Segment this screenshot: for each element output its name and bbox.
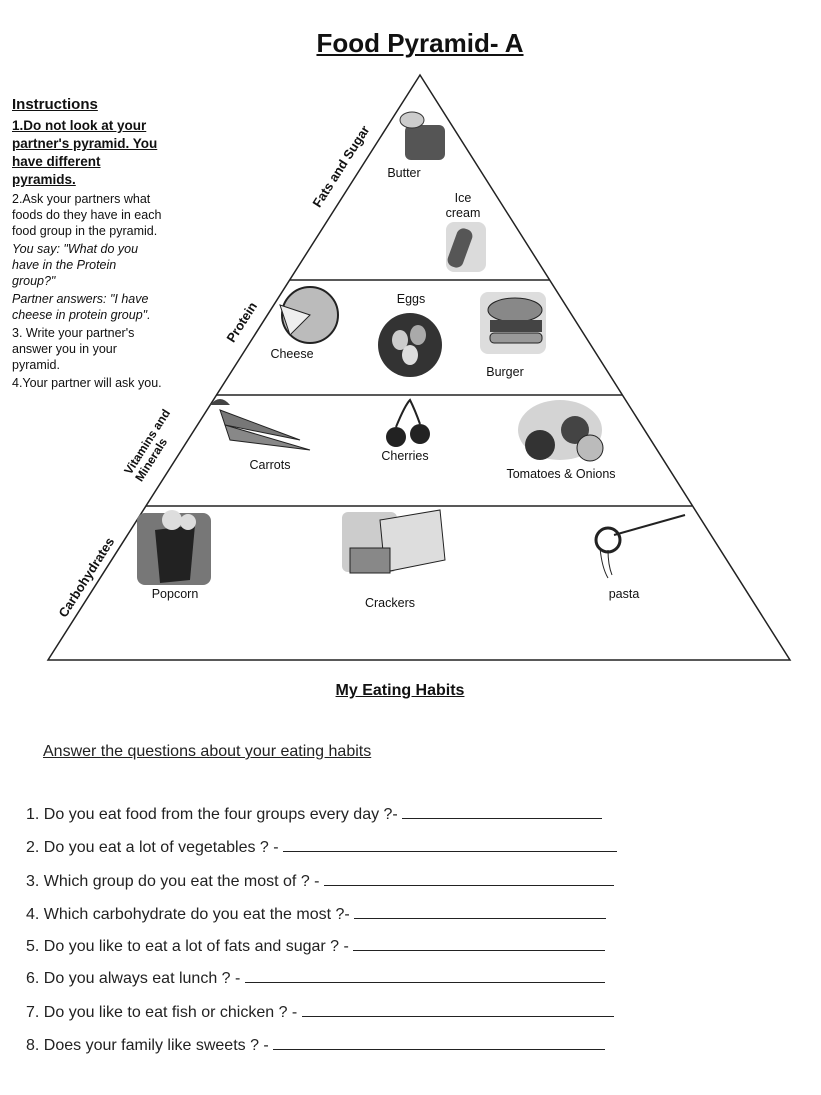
food-label-pasta: pasta bbox=[608, 587, 640, 601]
instruction-step-2: 2.Ask your partners what foods do they h… bbox=[12, 192, 162, 238]
food-label-carrots: Carrots bbox=[249, 458, 291, 472]
pasta-icon bbox=[594, 514, 686, 579]
instruction-partner-answers: Partner answers: "I have cheese in prote… bbox=[12, 292, 151, 322]
butter-icon bbox=[399, 111, 445, 160]
instruction-step-4: 4.Your partner will ask you. bbox=[12, 376, 162, 390]
carrots-icon bbox=[210, 399, 311, 451]
question-row: 8. Does your family like sweets ? - bbox=[26, 1035, 606, 1055]
food-pyramid bbox=[46, 73, 792, 661]
answer-line[interactable] bbox=[402, 804, 603, 819]
question-row: 5. Do you like to eat a lot of fats and … bbox=[26, 936, 606, 956]
pyramid-outline bbox=[46, 73, 792, 661]
popcorn-icon bbox=[137, 510, 211, 585]
answer-line[interactable] bbox=[301, 1002, 614, 1017]
eggs-icon bbox=[378, 313, 442, 377]
question-row: 7. Do you like to eat fish or chicken ? … bbox=[26, 1002, 614, 1022]
burger-icon bbox=[480, 292, 546, 354]
food-label-cherries: Cherries bbox=[381, 449, 429, 463]
answer-line[interactable] bbox=[354, 904, 607, 919]
answer-line[interactable] bbox=[353, 936, 606, 951]
food-label-cheese: Cheese bbox=[270, 347, 314, 361]
question-row: 2. Do you eat a lot of vegetables ? - bbox=[26, 837, 618, 857]
question-text: 7. Do you like to eat fish or chicken ? … bbox=[26, 1004, 298, 1021]
habits-subheading: Answer the questions about your eating h… bbox=[43, 743, 372, 760]
instruction-you-say: You say: "What do you have in the Protei… bbox=[12, 242, 139, 288]
instruction-step-1: 1.Do not look at your partner's pyramid.… bbox=[12, 118, 158, 187]
tomatoes-onions-icon bbox=[518, 400, 604, 462]
question-text: 1. Do you eat food from the four groups … bbox=[26, 806, 398, 823]
food-label-crackers: Crackers bbox=[364, 596, 415, 610]
habits-heading: My Eating Habits bbox=[335, 682, 465, 699]
answer-line[interactable] bbox=[244, 968, 605, 983]
food-label-eggs: Eggs bbox=[396, 292, 426, 306]
question-text: 2. Do you eat a lot of vegetables ? - bbox=[26, 839, 279, 856]
question-text: 5. Do you like to eat a lot of fats and … bbox=[26, 938, 349, 955]
crackers-icon bbox=[342, 509, 446, 574]
question-row: 4. Which carbohydrate do you eat the mos… bbox=[26, 904, 607, 924]
answer-line[interactable] bbox=[273, 1035, 606, 1050]
instructions-heading: Instructions bbox=[12, 96, 98, 113]
food-label-popcorn: Popcorn bbox=[151, 587, 199, 601]
food-label-tomatoes-onions: Tomatoes & Onions bbox=[506, 467, 616, 481]
cherries-icon bbox=[386, 398, 430, 447]
question-row: 6. Do you always eat lunch ? - bbox=[26, 968, 605, 988]
answer-line[interactable] bbox=[283, 837, 618, 852]
question-text: 3. Which group do you eat the most of ? … bbox=[26, 873, 320, 890]
food-label-butter: Butter bbox=[387, 166, 421, 180]
ice-cream-icon bbox=[446, 222, 486, 272]
question-row: 1. Do you eat food from the four groups … bbox=[26, 804, 603, 824]
instruction-step-3: 3. Write your partner's answer you in yo… bbox=[12, 326, 135, 372]
question-row: 3. Which group do you eat the most of ? … bbox=[26, 871, 614, 891]
answer-line[interactable] bbox=[323, 871, 614, 886]
worksheet-title: Food Pyramid- A bbox=[316, 28, 524, 58]
food-label-burger: Burger bbox=[486, 365, 524, 379]
question-text: 4. Which carbohydrate do you eat the mos… bbox=[26, 906, 350, 923]
instructions: Instructions 1.Do not look at your partn… bbox=[12, 97, 162, 393]
food-label-ice-cream: Ice cream bbox=[445, 191, 481, 220]
cheese-icon bbox=[279, 286, 339, 344]
question-text: 6. Do you always eat lunch ? - bbox=[26, 970, 241, 987]
question-text: 8. Does your family like sweets ? - bbox=[26, 1037, 269, 1054]
